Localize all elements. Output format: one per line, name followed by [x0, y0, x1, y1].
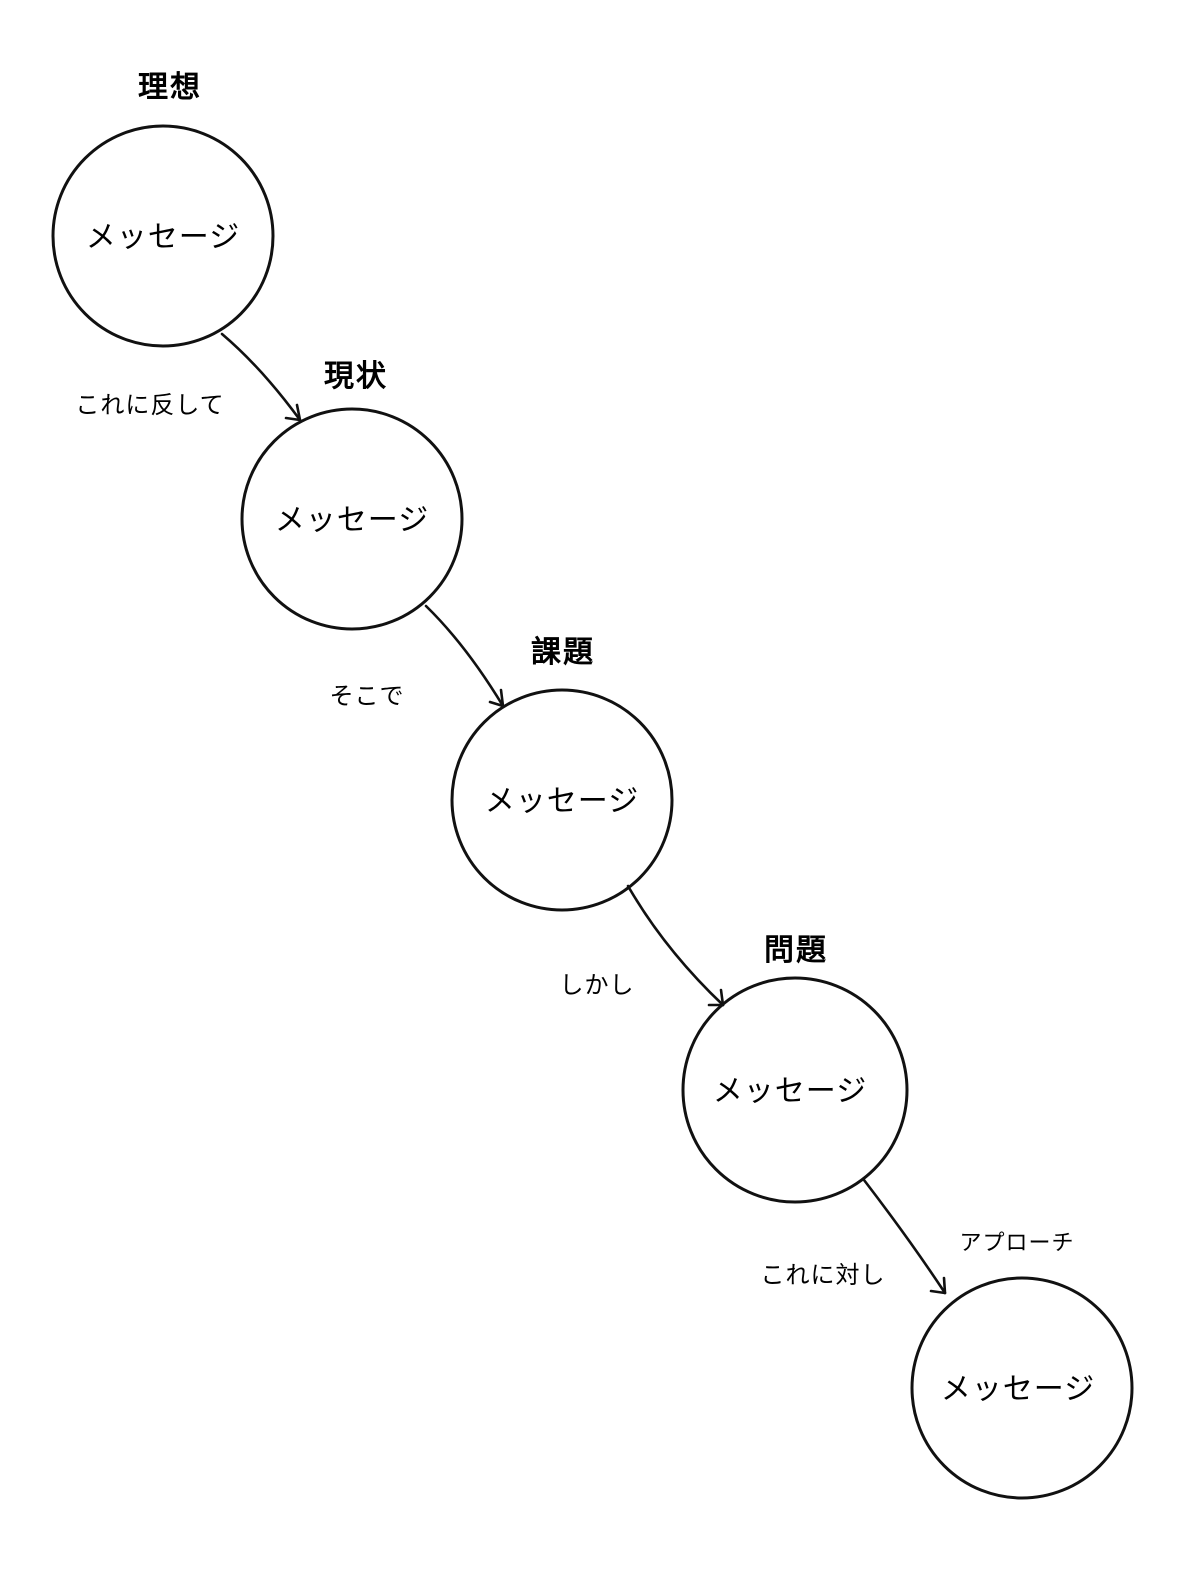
node-circle-current-state	[240, 407, 464, 631]
arrow-ideal-to-current-state	[220, 332, 302, 422]
node-circle-approach	[910, 1276, 1134, 1500]
node-circle-ideal	[51, 124, 275, 348]
arrow-current-state-to-issue	[424, 604, 505, 708]
connector-label-in-response: これに対し	[761, 1261, 886, 1289]
node-circle-problem	[681, 976, 909, 1204]
arrow-issue-to-problem	[626, 884, 725, 1007]
connector-label-therefore: そこで	[330, 682, 405, 710]
node-message-ideal: メッセージ	[86, 220, 240, 255]
stage-title-problem: 問題	[764, 933, 828, 968]
connector-label-however: しかし	[560, 971, 635, 999]
node-message-current-state: メッセージ	[275, 503, 429, 538]
node-circle-issue	[450, 688, 674, 912]
connector-label-contrary: これに反して	[75, 391, 224, 419]
stage-title-current-state: 現状	[324, 359, 388, 394]
node-message-problem: メッセージ	[713, 1074, 867, 1109]
arrow-problem-to-approach	[862, 1178, 947, 1295]
stage-title-approach: アプローチ	[959, 1231, 1074, 1256]
node-message-approach: メッセージ	[941, 1372, 1095, 1407]
stage-title-ideal: 理想	[138, 70, 202, 105]
node-message-issue: メッセージ	[485, 784, 639, 819]
stage-title-issue: 課題	[531, 635, 595, 670]
